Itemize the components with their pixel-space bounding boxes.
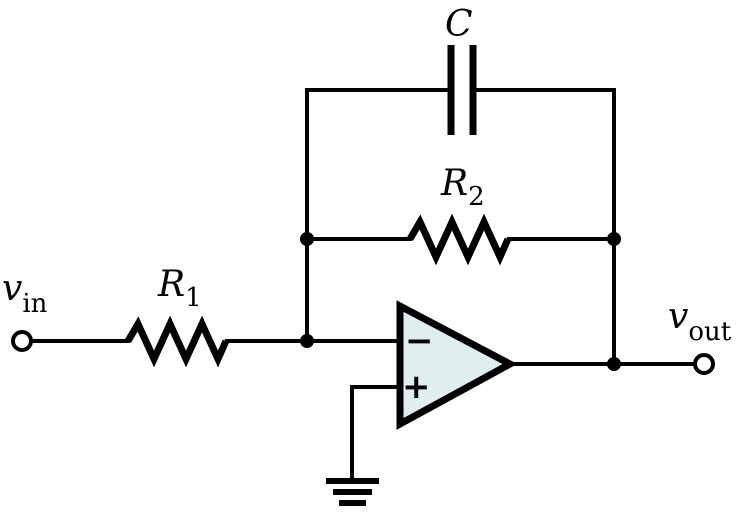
- input-terminal: [11, 330, 33, 352]
- wire-right-feedback: [473, 88, 616, 364]
- resistor-r1: [124, 315, 230, 368]
- wire-left-feedback: [305, 88, 451, 341]
- wire-ground: [350, 385, 398, 481]
- label-vin: vin: [2, 268, 48, 319]
- plus-sign: +: [402, 367, 431, 407]
- label-vout: vout: [668, 296, 732, 347]
- label-r1: R1: [157, 264, 202, 313]
- junction-dots: [300, 232, 621, 371]
- opamp: [396, 300, 518, 430]
- resistor-r2: [406, 213, 512, 266]
- output-terminal: [693, 353, 715, 375]
- capacitor-c: [447, 45, 477, 135]
- ground-icon: [326, 478, 379, 506]
- wires: [31, 88, 695, 481]
- label-c: C: [445, 4, 473, 45]
- label-r2: R2: [440, 163, 485, 212]
- minus-sign: −: [405, 321, 434, 361]
